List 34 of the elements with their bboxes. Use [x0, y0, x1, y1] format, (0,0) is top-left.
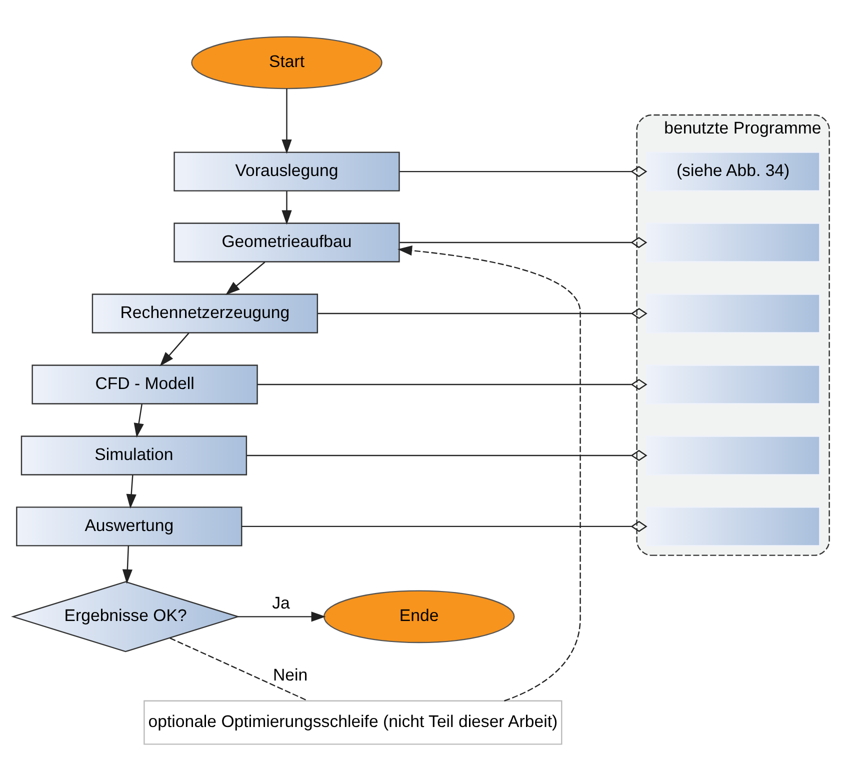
node-box: Simulation	[20, 435, 248, 475]
arrow	[126, 474, 136, 508]
node-box: (siehe Abb. 34)	[646, 151, 820, 191]
node-box: Vorauslegung	[174, 151, 400, 191]
arrow	[122, 545, 132, 584]
arrow	[282, 190, 292, 224]
node-box	[646, 222, 820, 262]
arrow	[160, 332, 190, 366]
edge-label: Nein	[273, 665, 308, 684]
node-box: Geometrieaufbau	[174, 222, 400, 262]
node-diamond: Ergebnisse OK?	[11, 580, 240, 652]
node-box	[646, 506, 820, 546]
node-box	[646, 364, 820, 404]
connector	[400, 236, 648, 248]
node-ellipse: Start	[191, 36, 382, 89]
connector	[246, 449, 648, 460]
node-box: Auswertung	[16, 506, 242, 546]
connector	[318, 307, 648, 319]
arrow	[398, 245, 581, 701]
node-box: Rechennetzerzeugung	[92, 293, 318, 333]
connector	[242, 520, 648, 532]
arrow	[282, 88, 292, 154]
connector	[257, 378, 648, 390]
connector	[400, 166, 648, 177]
node-box	[646, 435, 820, 475]
arrow	[134, 403, 144, 438]
node-ellipse: Ende	[323, 590, 515, 643]
node-box: CFD - Modell	[32, 364, 258, 404]
arrow	[226, 261, 266, 295]
edge-label: Ja	[272, 592, 290, 612]
node-box	[646, 293, 820, 333]
node-box: optionale Optimierungsschleife (nicht Teil dieser Arbeit)	[144, 700, 562, 744]
connector	[170, 637, 308, 701]
arrow	[238, 611, 326, 622]
